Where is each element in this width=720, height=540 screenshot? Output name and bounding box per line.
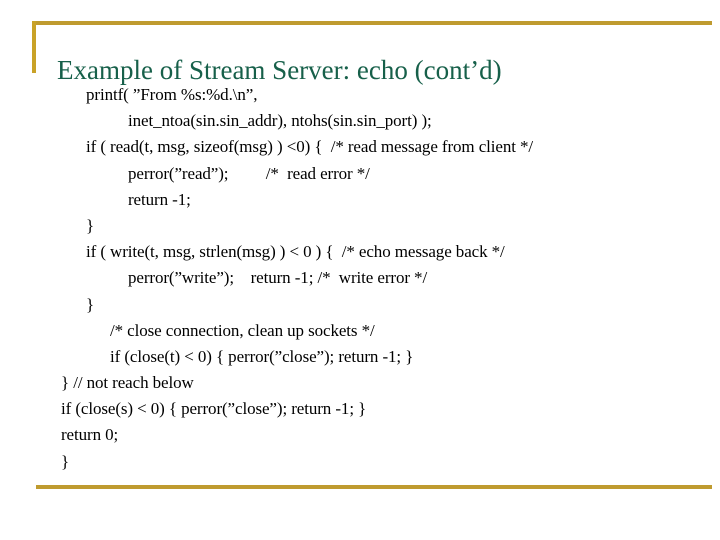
code-line: printf( ”From %s:%d.\n”, bbox=[86, 85, 258, 104]
code-line: } bbox=[86, 215, 95, 235]
code-line: inet_ntoa(sin.sin_addr), ntohs(sin.sin_p… bbox=[128, 111, 432, 131]
top-rule-decoration bbox=[32, 21, 712, 25]
code-line: } bbox=[61, 451, 70, 471]
code-block: printf( ”From %s:%d.\n”, inet_ntoa(sin.si… bbox=[0, 82, 720, 475]
bottom-rule-decoration bbox=[36, 485, 712, 489]
code-line: /* close connection, clean up sockets */ bbox=[110, 320, 375, 340]
code-line: return -1; bbox=[128, 189, 191, 209]
left-accent-bar-decoration bbox=[32, 21, 36, 73]
code-line: } // not reach below bbox=[61, 373, 194, 393]
code-line: } bbox=[86, 294, 95, 314]
code-line: if ( read(t, msg, sizeof(msg) ) <0) { /*… bbox=[86, 137, 534, 157]
code-line: if ( write(t, msg, strlen(msg) ) < 0 ) {… bbox=[86, 242, 505, 262]
code-line: if (close(s) < 0) { perror(”close”); ret… bbox=[61, 399, 367, 419]
code-line: if (close(t) < 0) { perror(”close”); ret… bbox=[110, 346, 414, 366]
code-line: perror(”write”); return -1; /* write err… bbox=[128, 268, 428, 288]
page-title: Example of Stream Server: echo (cont’d) bbox=[57, 55, 502, 86]
code-line: perror(”read”); /* read error */ bbox=[128, 163, 370, 183]
code-line: return 0; bbox=[61, 425, 119, 445]
